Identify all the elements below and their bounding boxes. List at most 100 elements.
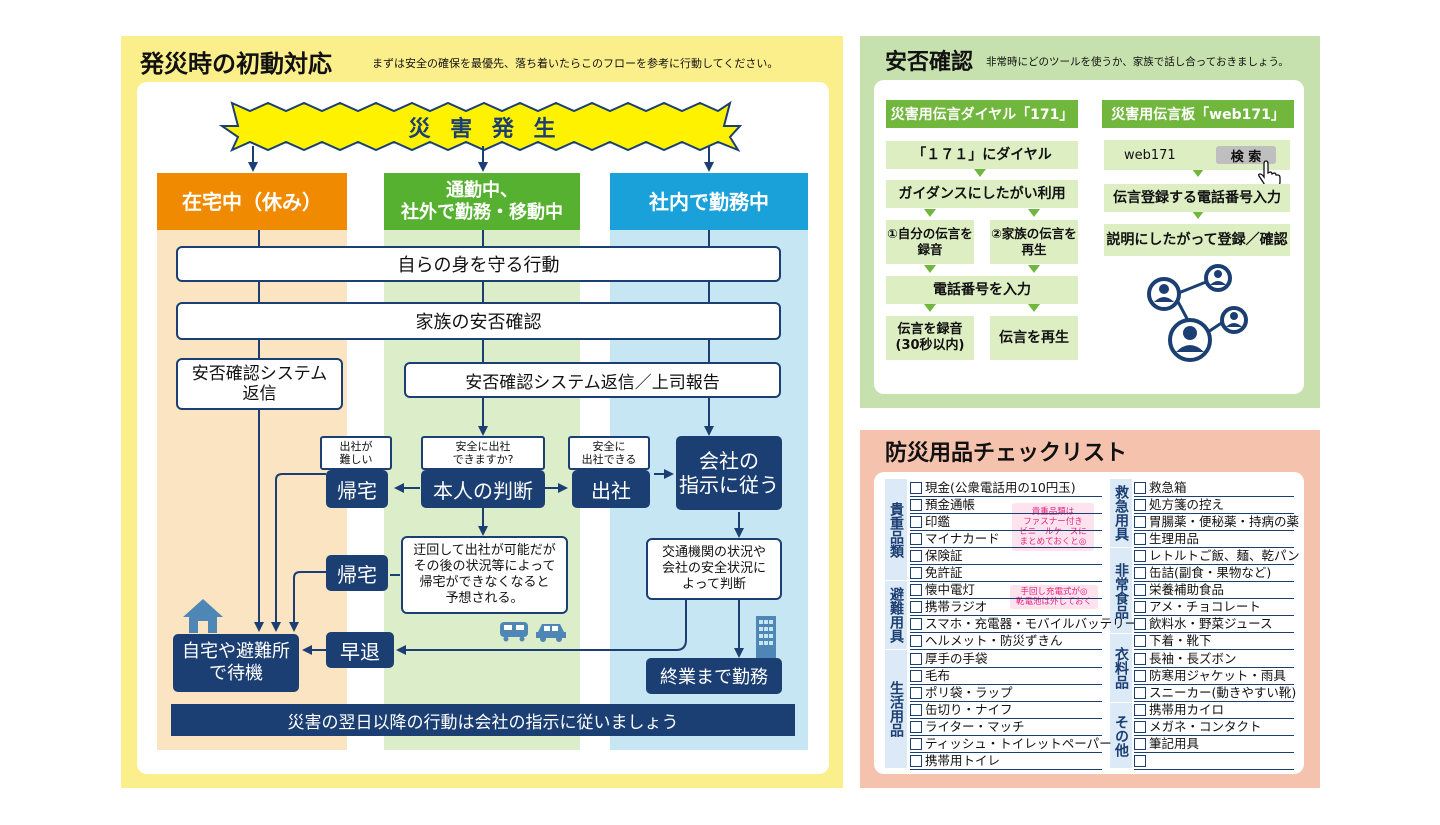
question-safe: 安全に出社 できますか? (421, 436, 545, 470)
checklist-item-label: 懐中電灯 (925, 582, 976, 598)
checkbox[interactable] (910, 601, 922, 614)
checkbox[interactable] (910, 720, 922, 733)
checklist-row: 胃腸薬・便秘薬・持病の薬 (1134, 514, 1299, 532)
checklist-item-label: 防寒用ジャケット・雨具 (1149, 667, 1286, 683)
web-input-value[interactable]: web171 (1124, 148, 1176, 163)
checklist-row: 懐中電灯 (910, 582, 1102, 600)
checkbox[interactable] (1134, 618, 1146, 631)
checkbox[interactable] (1134, 550, 1146, 563)
checklist-row: レトルトご飯、麺、乾パン (1134, 548, 1300, 566)
note-evacuation: 手回し充電式が◎ 乾電池は外しておく (1010, 585, 1098, 609)
checkbox[interactable] (910, 516, 922, 529)
checkbox[interactable] (910, 703, 922, 716)
follow-company-box: 会社の 指示に従う (676, 436, 782, 510)
checkbox[interactable] (910, 754, 922, 767)
checklist-row: 缶詰(副食・果物など) (1134, 565, 1294, 583)
checklist-row: 処方箋の控え (1134, 497, 1294, 515)
go-home-box-2: 帰宅 (326, 555, 388, 591)
checkbox[interactable] (910, 584, 922, 597)
checklist-item-label: 筆記用具 (1149, 735, 1200, 751)
checkbox[interactable] (1134, 720, 1146, 733)
checkbox[interactable] (1134, 482, 1146, 494)
checklist-item-label: 缶切り・ナイフ (925, 701, 1013, 717)
checkbox[interactable] (910, 533, 922, 546)
checklist-item-label: マイナカード (925, 531, 1000, 547)
category-clothing: 衣料品 (1110, 634, 1132, 702)
web-search-button[interactable]: 検 索 (1216, 146, 1276, 165)
checkbox[interactable] (1134, 567, 1146, 580)
checkbox[interactable] (910, 635, 922, 648)
checklist-row (1134, 753, 1294, 770)
dial-step-play: ②家族の伝言を 再生 (990, 220, 1078, 264)
checklist-item-label: 現金(公衆電話用の10円玉) (925, 480, 1076, 495)
checkbox[interactable] (910, 550, 922, 563)
checklist-item-label: 預金通帳 (925, 497, 976, 513)
checkbox[interactable] (1134, 516, 1146, 529)
cursor-hand-icon (1258, 160, 1281, 188)
checkbox[interactable] (910, 618, 922, 631)
checkbox[interactable] (1134, 686, 1146, 699)
checklist-item-label: メガネ・コンタクト (1149, 718, 1262, 734)
checklist-item-label: 缶詰(副食・果物など) (1149, 565, 1272, 581)
checkbox[interactable] (910, 652, 922, 665)
checkbox[interactable] (910, 499, 922, 512)
checkbox[interactable] (910, 737, 922, 750)
self-protect-box: 自らの身を守る行動 (176, 246, 781, 282)
checklist-row: 下着・靴下 (1134, 633, 1294, 651)
dial-step-record: ①自分の伝言を 録音 (886, 220, 974, 264)
checklist-row: 預金通帳 (910, 497, 1102, 515)
checklist-row: 保険証 (910, 548, 1102, 566)
checklist-item-label: 厚手の手袋 (925, 650, 988, 666)
checkbox[interactable] (1134, 703, 1146, 716)
checklist-item-label: 免許証 (925, 565, 963, 581)
checklist-item-label: 救急箱 (1149, 480, 1187, 495)
column-head-home: 在宅中（休み） (157, 173, 347, 230)
checklist-row: ポリ袋・ラップ (910, 685, 1102, 702)
checkbox[interactable] (1134, 533, 1146, 546)
checkbox[interactable] (910, 669, 922, 682)
leave-early-box: 早退 (326, 632, 394, 668)
web-step-2: 説明にしたがって登録／確認 (1104, 224, 1290, 256)
checkbox[interactable] (1134, 635, 1146, 648)
web-step-1: 伝言登録する電話番号入力 (1104, 184, 1290, 212)
checkbox[interactable] (1134, 754, 1146, 767)
checklist-row: 缶切り・ナイフ (910, 702, 1102, 719)
checklist-item-label: 飲料水・野菜ジュース (1149, 616, 1273, 632)
system-reply-report-box: 安否確認システム返信／上司報告 (404, 362, 781, 398)
question-can: 安全に 出社できる (568, 436, 650, 470)
checkbox[interactable] (1134, 584, 1146, 597)
checklist-item-label: 栄養補助食品 (1149, 582, 1225, 598)
dial-step-2: ガイダンスにしたがい利用 (886, 180, 1078, 208)
checkbox[interactable] (910, 686, 922, 699)
house-icon (183, 599, 223, 633)
checklist-row: 毛布 (910, 668, 1102, 685)
checkbox[interactable] (1134, 601, 1146, 614)
checkbox[interactable] (910, 482, 922, 494)
checklist-item-label: ヘルメット・防災ずきん (925, 633, 1063, 649)
category-food: 非常食品 (1110, 548, 1132, 633)
checklist-item-label: 処方箋の控え (1149, 497, 1225, 513)
checkbox[interactable] (1134, 499, 1146, 512)
web-head: 災害用伝言板「web171」 (1102, 100, 1294, 128)
dial-step-1: 「１７１」にダイヤル (886, 141, 1078, 169)
checklist-item-label: ポリ袋・ラップ (925, 684, 1013, 700)
checkbox[interactable] (910, 567, 922, 580)
building-icon (756, 616, 776, 658)
checkbox[interactable] (1134, 652, 1146, 665)
checklist-row: 印鑑 (910, 514, 1102, 532)
checkbox[interactable] (1134, 669, 1146, 682)
checklist-item-label: 印鑑 (925, 514, 951, 530)
checklist-item-label: ティッシュ・トイレットペーパー (925, 735, 1112, 751)
category-first-aid: 救急用具 (1110, 479, 1132, 547)
checklist-item-label: スニーカー(動きやすい靴) (1149, 684, 1297, 700)
checklist-row: スマホ・充電器・モバイルバッテリー (910, 616, 1137, 634)
checkbox[interactable] (1134, 737, 1146, 750)
next-day-banner: 災害の翌日以降の行動は会社の指示に従いましょう (171, 704, 795, 736)
checklist-row: 筆記用具 (1134, 736, 1294, 753)
safety-title: 安否確認 (885, 50, 974, 75)
question-hard: 出社が 難しい (320, 436, 392, 470)
checklist-row: アメ・チョコレート (1134, 599, 1294, 617)
